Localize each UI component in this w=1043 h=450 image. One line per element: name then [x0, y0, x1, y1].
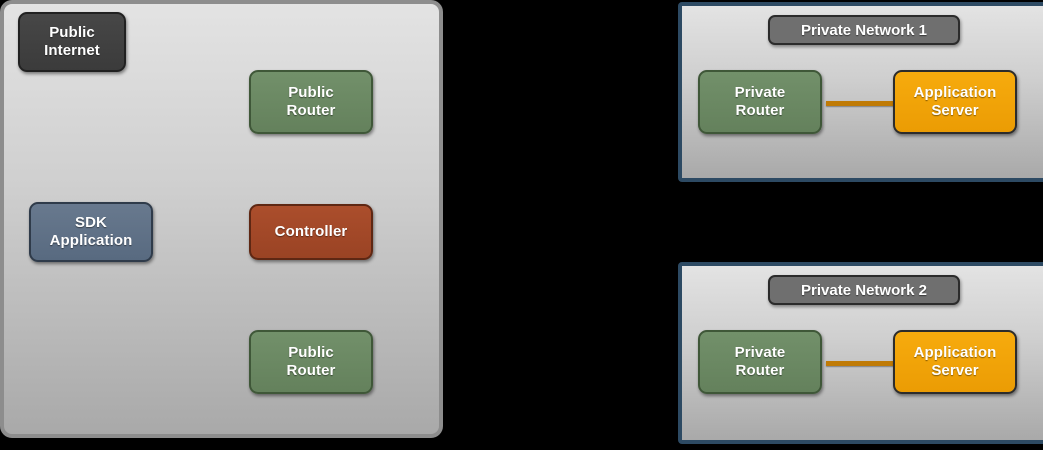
node-public-router-bottom-label: Public Router [286, 344, 336, 379]
node-private-router-1-label: Private Router [734, 84, 786, 119]
node-private-router-2[interactable]: Private Router [698, 330, 822, 394]
private-network-2-panel: Private Network 2 Private Router Applica… [678, 262, 1043, 444]
node-public-internet-label: Public Internet [44, 24, 100, 59]
node-application-server-2-label: Application Server [913, 344, 997, 379]
node-application-server-2[interactable]: Application Server [893, 330, 1017, 394]
node-public-internet[interactable]: Public Internet [18, 12, 126, 72]
node-application-server-1[interactable]: Application Server [893, 70, 1017, 134]
private-network-2-title-badge: Private Network 2 [768, 275, 960, 305]
node-sdk-application-label: SDK Application [49, 214, 133, 249]
router-to-server-link-1 [826, 101, 897, 106]
router-to-server-link-2 [826, 361, 897, 366]
node-private-router-2-label: Private Router [734, 344, 786, 379]
node-controller-label: Controller [274, 223, 348, 240]
node-private-router-1[interactable]: Private Router [698, 70, 822, 134]
private-network-1-title-label: Private Network 1 [801, 21, 927, 39]
private-network-2-title-label: Private Network 2 [801, 281, 927, 299]
node-application-server-1-label: Application Server [913, 84, 997, 119]
private-network-1-panel: Private Network 1 Private Router Applica… [678, 2, 1043, 182]
node-public-router-bottom[interactable]: Public Router [249, 330, 373, 394]
node-controller[interactable]: Controller [249, 204, 373, 260]
node-public-router-top-label: Public Router [286, 84, 336, 119]
private-network-1-title-badge: Private Network 1 [768, 15, 960, 45]
node-sdk-application[interactable]: SDK Application [29, 202, 153, 262]
node-public-router-top[interactable]: Public Router [249, 70, 373, 134]
public-cloud-panel: Public Internet Public Router SDK Applic… [0, 0, 443, 438]
